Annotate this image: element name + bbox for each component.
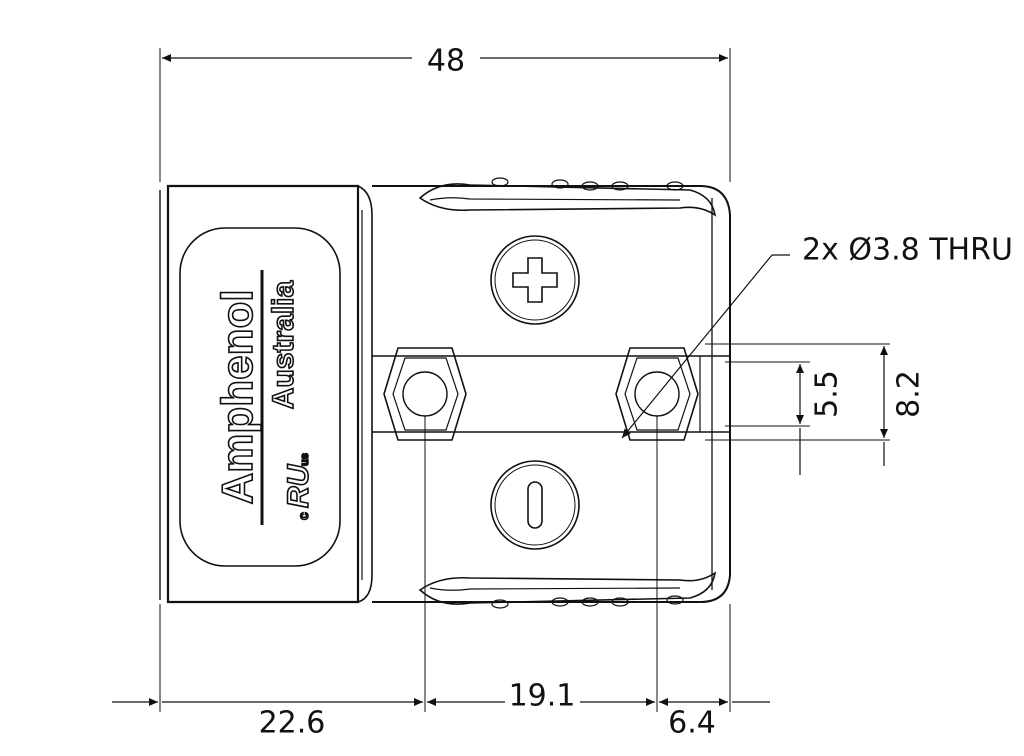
left-hole-icon xyxy=(402,371,448,417)
dimension-bottom-chain: 22.6 19.1 6.4 xyxy=(112,416,770,741)
hole-callout: 2x Ø3.8 THRU xyxy=(621,233,1013,439)
dimension-right-vertical: 5.5 8.2 xyxy=(705,343,927,475)
minus-icon xyxy=(527,481,543,529)
negative-terminal-outer xyxy=(490,460,580,550)
connector-housing xyxy=(159,177,731,609)
logo-plate: Amphenol Australia c RU us xyxy=(179,227,341,567)
positive-terminal-inner xyxy=(494,239,576,321)
top-spring-clip xyxy=(418,183,717,217)
overall-width-label: 48 xyxy=(427,44,465,79)
hole-spacing-label: 19.1 xyxy=(509,679,576,714)
left-to-hole-label: 22.6 xyxy=(259,706,326,741)
bottom-clip-detail xyxy=(429,587,681,591)
hole-to-edge-label: 6.4 xyxy=(668,706,716,741)
callout-leader xyxy=(621,254,773,439)
negative-terminal-inner xyxy=(494,464,576,546)
cert-mark: c RU us xyxy=(281,452,316,520)
housing-height-label: 8.2 xyxy=(892,370,927,418)
bottom-clip-bumps xyxy=(491,595,684,609)
left-nut-inner xyxy=(392,357,459,431)
right-hole-icon xyxy=(634,371,680,417)
negative-terminal xyxy=(490,460,580,550)
plus-icon xyxy=(512,257,558,303)
positive-terminal xyxy=(490,235,580,325)
logo-plate-outline xyxy=(179,227,341,567)
dimension-overall-width: 48 xyxy=(159,44,731,182)
bottom-spring-clip xyxy=(418,571,717,605)
cert-mark-main: RU xyxy=(282,463,315,508)
top-clip-bumps xyxy=(491,177,684,191)
left-hex-nut xyxy=(383,347,467,441)
slot-height-label: 5.5 xyxy=(810,370,845,418)
hole-note-label: 2x Ø3.8 THRU xyxy=(802,233,1013,268)
region-label: Australia xyxy=(267,281,300,410)
top-clip-detail xyxy=(429,197,681,201)
brand-logo: Amphenol xyxy=(213,289,262,504)
right-nut-body xyxy=(615,347,699,441)
cert-mark-prefix: c xyxy=(295,512,311,520)
cert-mark-suffix: us xyxy=(299,453,311,466)
housing-rib xyxy=(357,185,373,603)
housing-right-section xyxy=(372,185,731,603)
positive-terminal-outer xyxy=(490,235,580,325)
left-nut-body xyxy=(383,347,467,441)
right-nut-inner xyxy=(624,357,691,431)
